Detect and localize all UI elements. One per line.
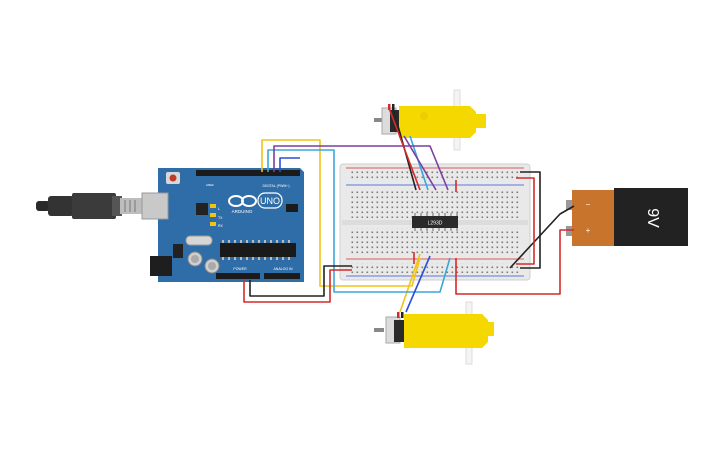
aref-label: AREF xyxy=(206,183,214,187)
arduino-uno-board[interactable]: UNO ARDUINO DIGITAL (PWM~) POWER ANALOG … xyxy=(141,168,304,282)
arduino-logo-icon xyxy=(228,195,257,207)
wire-red-battery[interactable] xyxy=(455,229,574,295)
digital-pin-header[interactable] xyxy=(196,170,300,176)
uno-logo-text: UNO xyxy=(260,196,280,206)
power-header-label: POWER xyxy=(233,267,247,271)
wire-yellow-2[interactable] xyxy=(399,253,421,313)
analog-pin-header[interactable] xyxy=(264,273,300,279)
wire-black-battery[interactable] xyxy=(509,205,575,269)
atmega-chip xyxy=(220,240,296,260)
wire-black-rail[interactable] xyxy=(520,171,541,269)
wire-blue-2[interactable] xyxy=(405,255,431,313)
wire-purple-1[interactable] xyxy=(273,145,449,191)
analog-header-label: ANALOG IN xyxy=(273,267,293,271)
wire-red-power[interactable] xyxy=(243,269,352,303)
power-pin-header[interactable] xyxy=(216,273,260,279)
digital-header-label: DIGITAL (PWM~) xyxy=(262,184,289,188)
reset-button[interactable] xyxy=(169,174,177,182)
wire-red-rail[interactable] xyxy=(516,177,535,265)
arduino-brand-text: ARDUINO xyxy=(232,209,253,214)
l-led-label: L xyxy=(218,207,220,211)
usb-cable xyxy=(36,193,142,219)
wire-black-gnd[interactable] xyxy=(249,265,352,297)
wire-blue-1[interactable] xyxy=(279,157,300,172)
wire-cyan-2[interactable] xyxy=(409,135,429,191)
dc-motor-top[interactable] xyxy=(374,89,486,151)
rx-label: RX xyxy=(218,224,224,228)
wires xyxy=(243,107,575,313)
wire-yellow-1[interactable] xyxy=(261,139,421,287)
wire-cyan-1[interactable] xyxy=(267,149,451,293)
battery-9v[interactable]: 9V − + xyxy=(566,188,688,246)
battery-minus-label: − xyxy=(586,200,591,209)
chip-label: L293D xyxy=(428,221,443,227)
wire-red-top[interactable] xyxy=(388,107,421,191)
battery-label: 9V xyxy=(644,208,661,228)
dc-motor-bottom[interactable] xyxy=(374,301,494,365)
tx-label: TX xyxy=(218,216,223,220)
l293d-chip[interactable]: L293D xyxy=(412,213,458,231)
battery-plus-label: + xyxy=(586,226,591,235)
wire-purple-2[interactable] xyxy=(403,135,437,191)
